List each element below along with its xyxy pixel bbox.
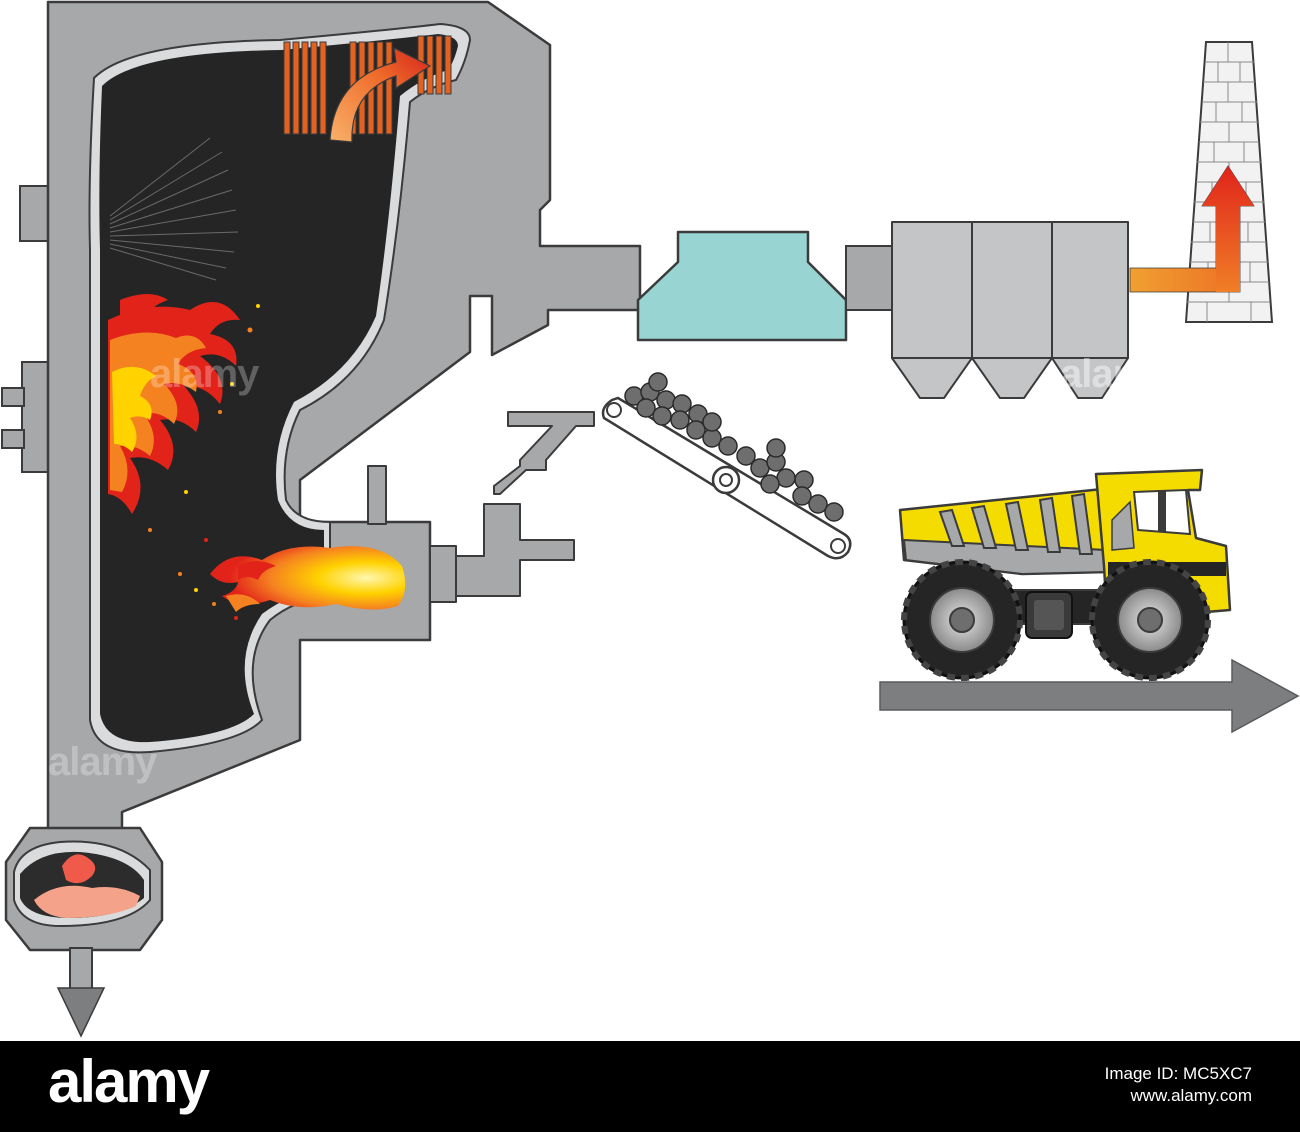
stack-up-arrow [1202, 166, 1254, 292]
molten-slag [62, 854, 96, 884]
filter-hopper-3 [1051, 357, 1129, 399]
combustion-chamber [99, 34, 458, 743]
dump-truck [898, 468, 1232, 681]
feed-pipe [455, 503, 575, 597]
slag-ash [34, 885, 140, 918]
stock-footer-bar: alamy Image ID: MC5XC7 www.alamy.com [0, 1041, 1300, 1132]
feed-chute-top [367, 465, 387, 525]
feed-ram-body [429, 545, 457, 603]
slag-pit [13, 840, 151, 928]
image-id-block: Image ID: MC5XC7 www.alamy.com [1105, 1063, 1252, 1107]
waste-pellets [624, 372, 844, 522]
ash-discharge-arrow [56, 987, 106, 1038]
side-nozzle-b [1, 429, 25, 449]
filter-hopper-2 [971, 357, 1053, 399]
bag-filter [891, 221, 1129, 399]
duct-treatment-to-filter [845, 245, 895, 311]
filter-cell-1 [891, 221, 973, 359]
image-id-label: Image ID: MC5XC7 [1104, 1064, 1252, 1083]
heat-rays [109, 137, 239, 281]
alamy-logo: alamy [48, 1048, 210, 1115]
side-port-upper [19, 185, 51, 242]
site-url: www.alamy.com [1130, 1086, 1252, 1105]
transport-arrow [879, 658, 1300, 734]
ash-discharge-stem [69, 947, 93, 991]
conveyor-belt [601, 396, 852, 560]
feed-assembly [367, 411, 595, 603]
filter-hopper-1 [891, 357, 973, 399]
truck-wheel-rear [901, 559, 1023, 681]
conveyor-roller-top [606, 402, 622, 418]
conveyor-roller-bottom [830, 538, 846, 554]
wall-flames [108, 294, 260, 542]
filter-cell-2 [971, 221, 1053, 359]
incinerator-process-diagram [1, 0, 1300, 1038]
side-nozzle-a [1, 387, 25, 407]
truck-wheel-front [1089, 559, 1211, 681]
feed-hopper [493, 411, 595, 495]
gas-treatment-unit [636, 230, 848, 342]
filter-cell-3 [1051, 221, 1129, 359]
hot-gas-rise-arrow [329, 46, 432, 143]
burner-flame [178, 546, 406, 620]
